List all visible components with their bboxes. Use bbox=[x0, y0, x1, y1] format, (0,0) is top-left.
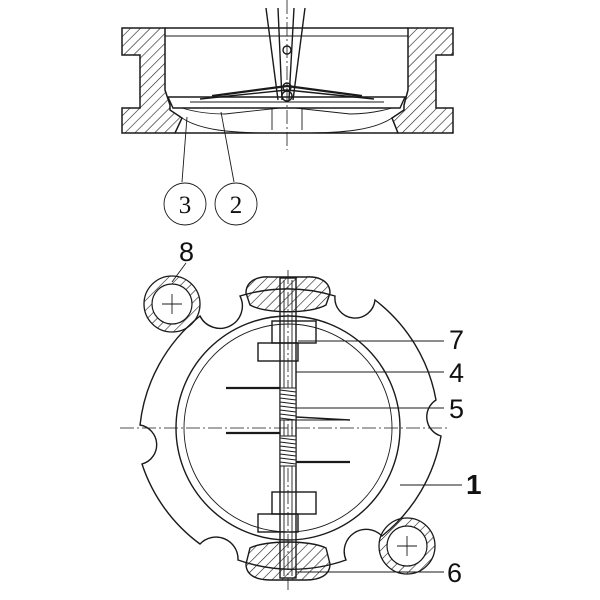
callout-3-label: 3 bbox=[179, 192, 192, 219]
plan-spring-legs bbox=[226, 386, 351, 464]
leader-8 bbox=[171, 262, 187, 283]
callout-2-label: 2 bbox=[230, 192, 243, 219]
callout-8-label: 8 bbox=[179, 237, 194, 267]
callout-7-label: 7 bbox=[449, 325, 464, 355]
plan-top-stop bbox=[257, 320, 317, 362]
section-disc bbox=[199, 84, 375, 102]
plan-bolt-hole-top-left bbox=[143, 275, 201, 333]
callout-4-label: 4 bbox=[449, 358, 464, 388]
plan-bottom-stop bbox=[257, 491, 317, 533]
plan-stem bbox=[279, 277, 297, 579]
callout-bubble-2: 2 bbox=[214, 182, 258, 226]
callout-bubble-3: 3 bbox=[163, 182, 207, 226]
section-stem bbox=[265, 0, 306, 150]
leader-2 bbox=[220, 111, 235, 183]
plan-view: 8 7 4 5 1 6 bbox=[120, 237, 482, 590]
section-seat bbox=[166, 96, 407, 134]
section-left-flange bbox=[121, 27, 183, 134]
plan-lower-spring bbox=[279, 435, 297, 467]
callout-1-label: 1 bbox=[466, 469, 482, 500]
plan-upper-spring bbox=[279, 387, 297, 421]
plan-bolt-hole-bottom-right bbox=[378, 517, 436, 575]
section-right-flange bbox=[391, 27, 454, 134]
leader-3 bbox=[181, 116, 188, 183]
callout-5-label: 5 bbox=[449, 394, 464, 424]
section-view: 3 2 bbox=[121, 0, 454, 226]
callout-6-label: 6 bbox=[447, 558, 462, 588]
